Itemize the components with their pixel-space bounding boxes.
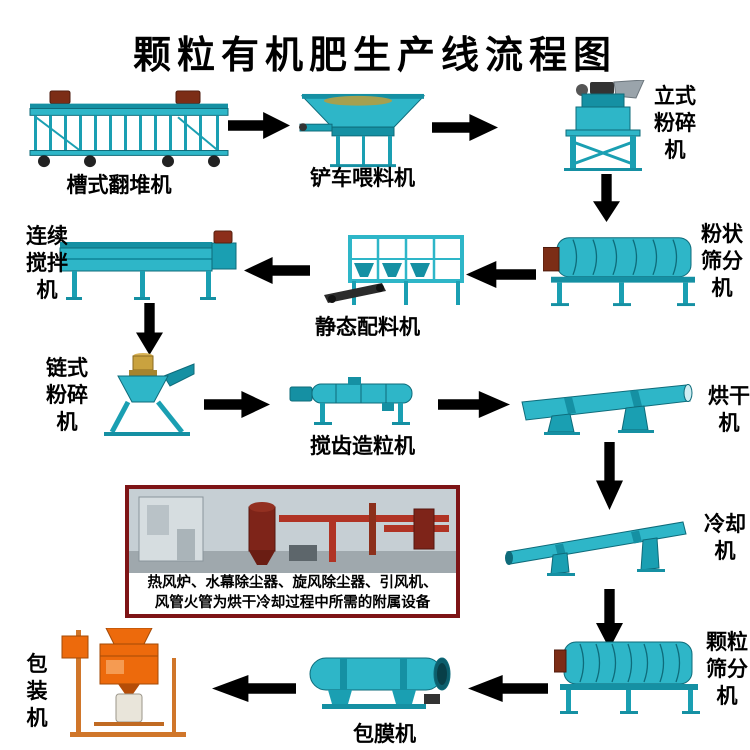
arrow-chain-crusher-to-granulator xyxy=(204,391,270,418)
arrow-dryer-to-cooler xyxy=(596,442,623,510)
label-trough-turner: 槽式翻堆机 xyxy=(66,174,172,197)
label-powder-screener: 粉状筛分机 xyxy=(701,223,743,300)
label-dryer: 烘干机 xyxy=(708,385,750,435)
arrow-coater-to-packer xyxy=(212,675,296,702)
arrow-feeder-to-vertical-crusher xyxy=(432,114,498,141)
label-packer: 包装机 xyxy=(26,653,48,730)
accessory-equipment-inset: 热风炉、水幕除尘器、旋风除尘器、引风机、 风管火管为烘干冷却过程中所需的附属设备 xyxy=(125,485,460,618)
label-granulator: 搅齿造粒机 xyxy=(310,435,415,458)
accessory-equipment-photo xyxy=(129,489,456,573)
label-static-batcher: 静态配料机 xyxy=(315,316,420,339)
arrow-vertical-crusher-to-powder-screener xyxy=(593,174,620,222)
coater-image xyxy=(304,646,464,716)
label-cooler: 冷却机 xyxy=(704,513,746,563)
arrow-batcher-to-mixer xyxy=(244,257,310,284)
label-loader-feeder: 铲车喂料机 xyxy=(310,167,415,190)
arrow-turner-to-feeder xyxy=(228,112,290,139)
page-title: 颗粒有机肥生产线流程图 xyxy=(132,35,617,77)
arrow-mixer-to-chain-crusher xyxy=(136,303,163,355)
trough-turner-image xyxy=(28,88,230,172)
chain-crusher-image xyxy=(94,352,200,438)
granulator-image xyxy=(286,376,436,428)
dryer-image xyxy=(518,380,698,438)
vertical-crusher-image xyxy=(554,80,650,172)
granule-screener-image xyxy=(554,632,704,716)
label-vertical-crusher: 立式粉碎机 xyxy=(654,85,696,162)
arrow-granulator-to-dryer xyxy=(438,391,510,418)
label-continuous-mixer: 连续搅拌机 xyxy=(26,225,68,302)
label-chain-crusher: 链式粉碎机 xyxy=(46,357,88,434)
packer-image xyxy=(54,628,200,742)
continuous-mixer-image xyxy=(56,225,240,303)
caption-line-2: 风管火管为烘干冷却过程中所需的附属设备 xyxy=(154,594,431,611)
powder-screener-image xyxy=(543,226,703,308)
static-batcher-image xyxy=(324,233,466,309)
cooler-image xyxy=(503,510,695,582)
label-coater: 包膜机 xyxy=(353,723,416,746)
arrow-cooler-to-granule-screener xyxy=(596,589,623,649)
loader-feeder-image xyxy=(298,92,428,170)
arrow-granule-screener-to-coater xyxy=(468,675,548,702)
caption-line-1: 热风炉、水幕除尘器、旋风除尘器、引风机、 xyxy=(147,574,438,591)
label-granule-screener: 颗粒筛分机 xyxy=(706,631,748,708)
arrow-powder-screener-to-batcher xyxy=(466,261,536,288)
accessory-equipment-caption: 热风炉、水幕除尘器、旋风除尘器、引风机、 风管火管为烘干冷却过程中所需的附属设备 xyxy=(129,573,456,614)
